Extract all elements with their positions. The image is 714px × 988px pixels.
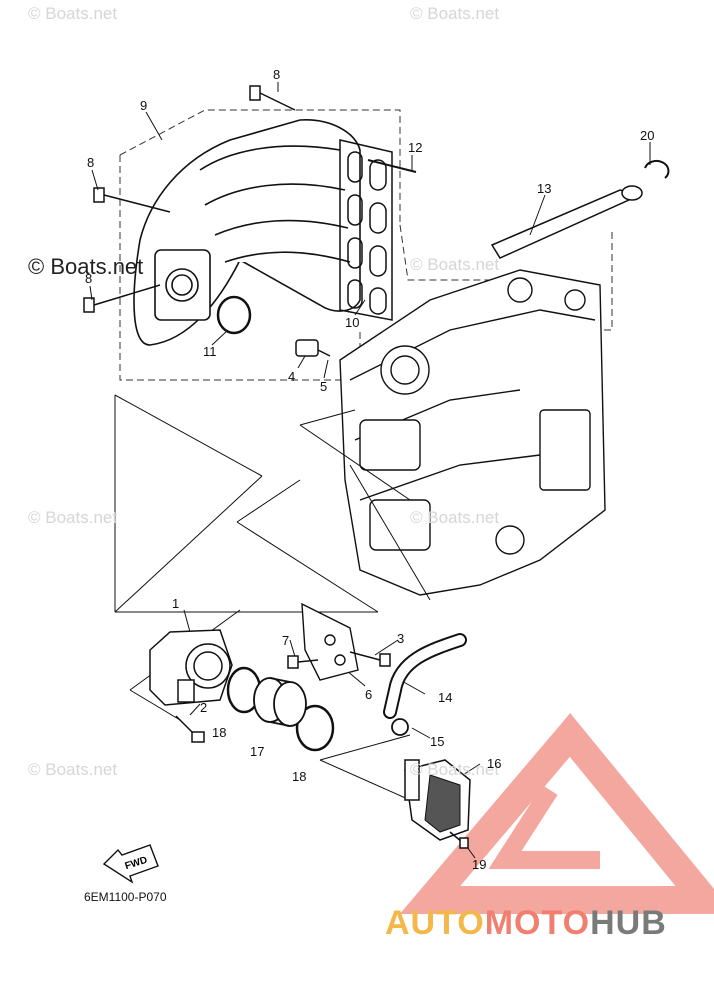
throttle-body <box>149 629 233 706</box>
callout-1: 1 <box>172 596 180 611</box>
hose-13-icon <box>490 185 643 259</box>
brand-part-2: MOTO <box>484 904 591 942</box>
o-ring-11-icon <box>216 295 252 335</box>
cylinder-block <box>339 269 606 596</box>
watermark: © Boats.net <box>28 508 118 527</box>
callout-5: 5 <box>320 379 328 394</box>
brand-part-3: HUB <box>590 904 667 942</box>
callout-11: 11 <box>203 344 217 359</box>
callout-18-right: 18 <box>292 769 307 784</box>
callout-8-top: 8 <box>273 67 281 82</box>
sensor-4-icon <box>295 339 331 357</box>
callout-8-left: 8 <box>87 155 95 170</box>
fwd-arrow-icon: FWD <box>102 844 159 884</box>
watermark: © Boats.net <box>410 255 500 274</box>
intake-manifold <box>133 119 361 346</box>
watermark: © Boats.net <box>28 4 118 23</box>
callout-18-left: 18 <box>212 725 227 740</box>
clip-20-icon <box>644 160 670 179</box>
callout-4: 4 <box>288 369 296 384</box>
automotohub-logo-icon <box>399 713 714 914</box>
watermark: © Boats.net <box>410 760 500 779</box>
bolt-2-icon <box>175 715 205 743</box>
callout-14: 14 <box>438 690 453 705</box>
callout-6: 6 <box>365 687 373 702</box>
bracket-6-icon <box>301 602 359 681</box>
callout-15: 15 <box>430 734 445 749</box>
callout-2: 2 <box>200 700 208 715</box>
callout-10: 10 <box>345 315 360 330</box>
screw-19-icon <box>449 831 469 849</box>
brand-logo-text: AUTOMOTOHUB <box>385 904 667 943</box>
stud-12-icon <box>367 159 417 173</box>
callout-16: 16 <box>487 756 502 771</box>
clip-15-icon <box>391 718 409 736</box>
joint-17-icon <box>253 677 307 727</box>
silencer-16-icon <box>404 759 471 841</box>
bolt-3-icon <box>349 651 391 667</box>
callout-3: 3 <box>397 631 405 646</box>
brand-part-1: AUTO <box>385 904 485 942</box>
callout-7: 7 <box>282 633 290 648</box>
manifold-gasket <box>339 139 393 321</box>
diagram-code: 6EM1100-P070 <box>84 890 167 904</box>
watermark: © Boats.net <box>410 4 500 23</box>
watermark-main: © Boats.net <box>28 254 144 279</box>
callout-17: 17 <box>250 744 265 759</box>
o-ring-18b-icon <box>295 704 335 752</box>
callout-8-lower: 8 <box>85 271 93 286</box>
callout-12: 12 <box>408 140 423 155</box>
watermark: © Boats.net <box>410 508 500 527</box>
bolt-8-icon <box>83 85 296 313</box>
callout-19: 19 <box>472 857 487 872</box>
callout-20: 20 <box>640 128 655 143</box>
callout-13: 13 <box>537 181 552 196</box>
watermark: © Boats.net <box>28 760 118 779</box>
leader-lines <box>89 82 651 859</box>
callout-9: 9 <box>140 98 148 113</box>
bolt-7-icon <box>287 655 319 669</box>
